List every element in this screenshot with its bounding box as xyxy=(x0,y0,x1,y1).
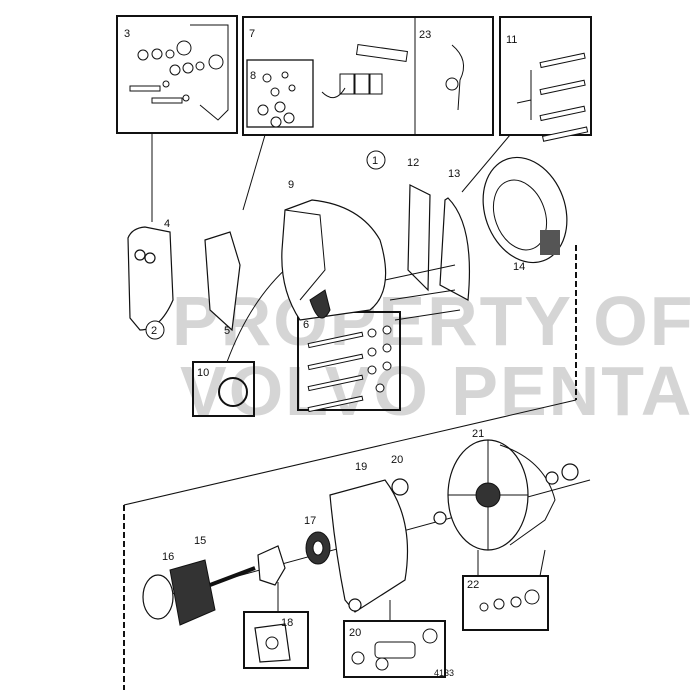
label-22: 22 xyxy=(467,579,479,591)
rotor-part xyxy=(142,559,256,626)
label-8: 8 xyxy=(250,70,256,82)
label-17: 17 xyxy=(304,515,316,527)
watermark-line2: VOLVO PENTA xyxy=(180,352,691,430)
label-21: 21 xyxy=(472,428,484,440)
label-18: 18 xyxy=(281,617,293,629)
fan-part xyxy=(447,439,556,551)
label-1: 1 xyxy=(372,155,378,167)
callout-circle-2 xyxy=(145,320,165,340)
kit-box-10 xyxy=(192,361,255,417)
regulator-cover-part xyxy=(127,226,174,331)
label-20-lower: 20 xyxy=(349,627,361,639)
bearing-part xyxy=(305,531,331,565)
label-14: 14 xyxy=(513,261,525,273)
label-11: 11 xyxy=(506,34,517,46)
label-7: 7 xyxy=(249,28,255,40)
label-15: 15 xyxy=(194,535,206,547)
kit-box-7 xyxy=(242,16,494,136)
brush-holder-plate-part xyxy=(204,231,241,332)
stator-part xyxy=(482,156,568,264)
label-13: 13 xyxy=(448,168,460,180)
kit-box-18 xyxy=(243,611,309,669)
label-19: 19 xyxy=(355,461,367,473)
drawing-number: 4133 xyxy=(434,668,454,678)
label-9: 9 xyxy=(288,179,294,191)
label-3: 3 xyxy=(124,28,130,40)
kit-box-3 xyxy=(116,15,238,134)
rear-housing-part xyxy=(281,199,387,321)
kit-box-22 xyxy=(462,575,549,631)
label-23: 23 xyxy=(419,29,431,41)
label-20-upper: 20 xyxy=(391,454,403,466)
label-5: 5 xyxy=(224,325,230,337)
slip-ring-end-plate-part xyxy=(257,545,286,586)
drive-end-shield-part xyxy=(329,478,409,613)
rectifier-plates-part xyxy=(384,184,471,321)
nut-washer-part xyxy=(433,463,579,525)
label-16: 16 xyxy=(162,551,174,563)
label-6: 6 xyxy=(303,319,309,331)
label-2: 2 xyxy=(151,325,157,337)
kit-box-20 xyxy=(343,620,446,678)
callout-circle-1 xyxy=(366,150,386,170)
label-12: 12 xyxy=(407,157,419,169)
kit-box-11 xyxy=(499,16,592,142)
watermark-line1: PROPERTY OF xyxy=(172,282,691,360)
label-4: 4 xyxy=(164,218,170,230)
label-10: 10 xyxy=(197,367,209,379)
